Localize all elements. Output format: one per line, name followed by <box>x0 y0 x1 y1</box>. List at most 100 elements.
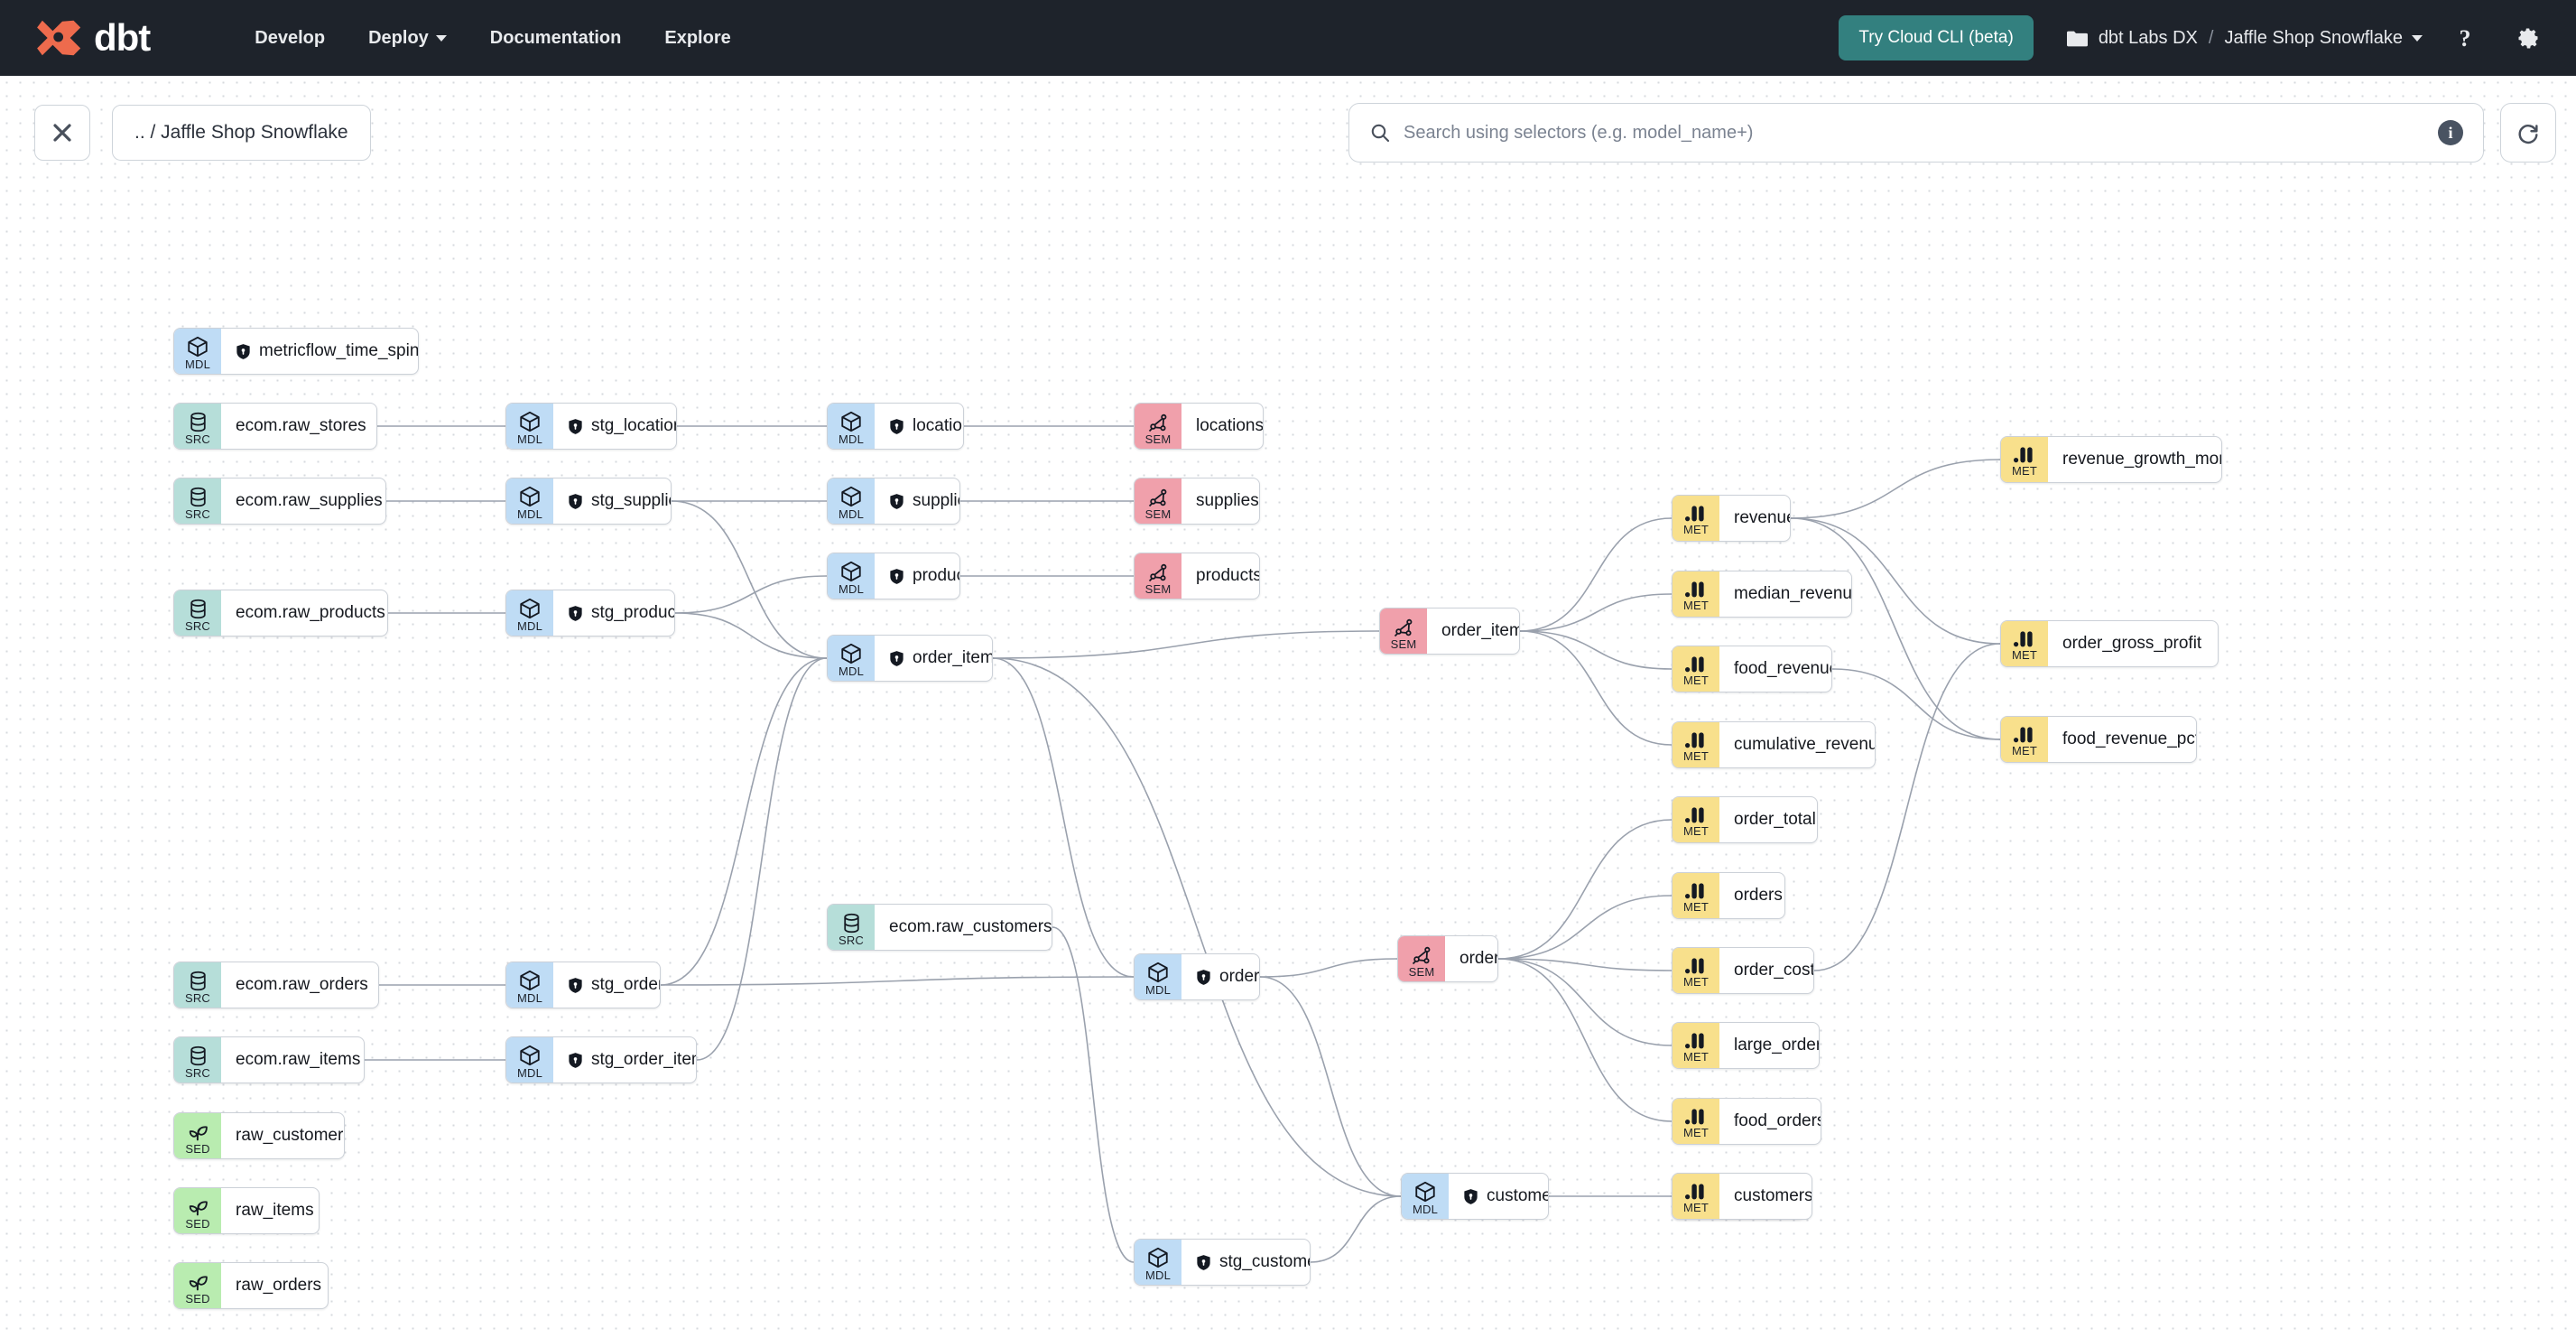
bar-chart-icon <box>2013 629 2036 649</box>
node-type-label: MET <box>2011 648 2038 662</box>
help-button[interactable]: ? <box>2444 17 2486 59</box>
node-label: metricflow_time_spine <box>259 341 419 360</box>
graph-node-mdl_orders[interactable]: MDLorders <box>1134 953 1260 1000</box>
node-label: stg_locations <box>591 416 676 435</box>
node-type-label: SEM <box>1408 964 1435 979</box>
cube-icon <box>518 969 542 992</box>
node-type-label: MDL <box>838 432 865 446</box>
cube-icon <box>186 335 209 358</box>
bar-chart-icon <box>1684 655 1708 674</box>
cube-icon <box>1146 961 1170 984</box>
node-type-label: MET <box>2011 464 2038 478</box>
graph-node-stg_products[interactable]: MDL stg_products <box>505 590 675 636</box>
node-body: revenue <box>1719 496 1791 541</box>
nav-link-explore-label: Explore <box>664 27 731 48</box>
cube-icon <box>518 597 542 620</box>
graph-node-mdl_products[interactable]: MDLproducts <box>827 553 960 599</box>
node-label: revenue <box>1734 508 1791 527</box>
lineage-edge <box>1259 976 1402 1197</box>
node-body: ecom.raw_supplies <box>221 479 385 524</box>
node-type-label: SED <box>185 1291 210 1305</box>
graph-node-mdl_supplies[interactable]: MDLsupplies <box>827 478 960 525</box>
search-bar[interactable]: i <box>1348 103 2484 163</box>
node-type-badge-sed: SED <box>174 1263 221 1308</box>
bar-chart-icon <box>1684 956 1708 976</box>
node-label: food_revenue_pct <box>2062 729 2197 748</box>
node-body: locations <box>1181 404 1264 449</box>
node-body: order_gross_profit <box>2048 621 2218 666</box>
nav-link-develop[interactable]: Develop <box>233 19 347 58</box>
search-input[interactable] <box>1404 122 2438 144</box>
node-type-label: SEM <box>1390 636 1417 651</box>
graph-node-met_order_gross_profit[interactable]: MET order_gross_profit <box>2000 620 2219 667</box>
node-label: locations <box>1196 416 1264 435</box>
semantic-graph-icon <box>1147 561 1170 583</box>
lineage-edge <box>1052 926 1135 1263</box>
nav-link-deploy[interactable]: Deploy <box>347 19 468 58</box>
dbt-logo[interactable]: dbt <box>34 15 151 60</box>
node-type-badge-src: SRC <box>174 962 221 1008</box>
bar-chart-icon <box>1684 730 1708 750</box>
node-type-badge-met: MET <box>1673 1099 1719 1144</box>
node-type-badge-met: MET <box>1673 571 1719 617</box>
breadcrumb[interactable]: .. / Jaffle Shop Snowflake <box>112 105 371 161</box>
project-selector[interactable]: Jaffle Shop Snowflake <box>2224 28 2423 49</box>
contract-shield-icon <box>568 418 583 435</box>
node-type-badge-sed: SED <box>174 1113 221 1158</box>
cube-icon <box>518 1044 542 1067</box>
account-name[interactable]: dbt Labs DX <box>2098 27 2198 48</box>
node-type-badge-met: MET <box>1673 873 1719 918</box>
try-cloud-cli-button[interactable]: Try Cloud CLI (beta) <box>1839 15 2034 60</box>
node-type-badge-mdl: MDL <box>506 590 553 636</box>
settings-button[interactable] <box>2507 17 2549 59</box>
node-label: stg_products <box>591 603 674 622</box>
lineage-edge <box>1831 668 2001 740</box>
lineage-edge <box>1497 958 1673 971</box>
node-body: food_revenue_pct <box>2048 717 2197 762</box>
bar-chart-icon <box>1684 1107 1708 1127</box>
nav-link-documentation[interactable]: Documentation <box>468 19 644 58</box>
close-lineage-button[interactable] <box>34 105 90 161</box>
node-body: food_orders <box>1719 1099 1821 1144</box>
search-info-icon[interactable]: i <box>2438 120 2463 145</box>
refresh-button[interactable] <box>2500 103 2556 163</box>
nav-link-explore[interactable]: Explore <box>643 19 752 58</box>
graph-node-sem_orders[interactable]: SEMorders <box>1397 935 1498 982</box>
graph-node-mdl_locations[interactable]: MDLlocations <box>827 403 964 450</box>
node-label: ecom.raw_products <box>236 603 385 622</box>
graph-node-mdl_customers[interactable]: MDLcustomers <box>1401 1173 1549 1220</box>
